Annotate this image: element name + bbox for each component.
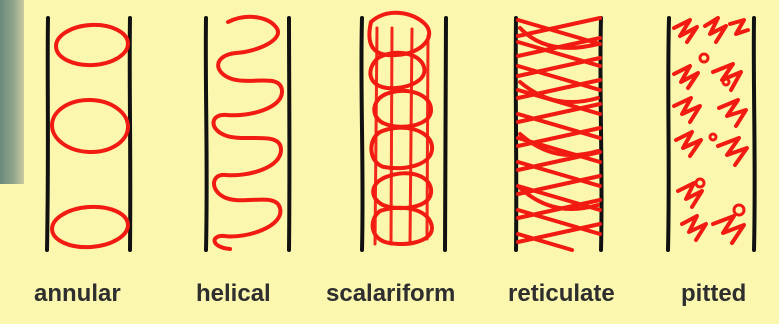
- pitted-marks: [674, 18, 748, 243]
- pitted-pit-2: [696, 179, 704, 187]
- reticulate-network: [518, 18, 600, 250]
- annular-right-wall: [130, 18, 131, 250]
- label-scalariform: scalariform: [326, 282, 484, 306]
- label-helical: helical: [196, 282, 294, 306]
- pitted-pit-3: [734, 205, 744, 215]
- helical-left-wall: [206, 18, 207, 250]
- pitted-pit-4: [710, 134, 716, 140]
- annular-ring-1: [55, 23, 129, 67]
- pitted-left-wall: [668, 18, 669, 250]
- pitted-pit-1: [700, 54, 708, 62]
- pitted-vessel: [668, 18, 755, 250]
- annular-vessel: [47, 18, 130, 250]
- pitted-pit-5: [723, 79, 729, 85]
- reticulate-left-wall: [516, 18, 517, 250]
- reticulate-vessel: [516, 18, 602, 250]
- helical-vessel: [206, 17, 290, 250]
- reticulate-right-wall: [600, 18, 601, 250]
- scalariform-bars: [369, 13, 432, 244]
- annular-ring-2: [51, 99, 129, 154]
- annular-left-wall: [47, 18, 48, 250]
- annular-ring-3: [51, 204, 130, 249]
- helical-coil: [213, 17, 282, 249]
- pitted-right-wall: [754, 18, 755, 250]
- scalariform-vessel: [361, 13, 446, 250]
- label-reticulate: reticulate: [508, 282, 640, 306]
- scalariform-left-wall: [361, 18, 362, 250]
- label-annular: annular: [34, 282, 144, 306]
- label-pitted: pitted: [681, 282, 763, 306]
- scalariform-right-wall: [445, 18, 446, 250]
